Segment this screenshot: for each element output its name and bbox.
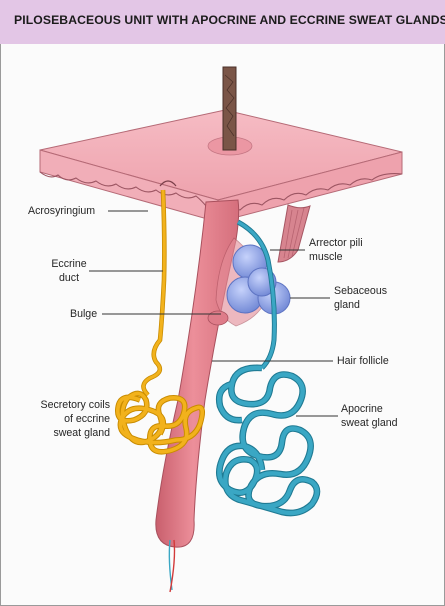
dermal-papilla-vessels bbox=[168, 539, 176, 593]
label-apocrine-line1: Apocrine bbox=[341, 403, 383, 415]
label-secretory-coils: Secretory coils of eccrine sweat gland bbox=[10, 398, 110, 440]
figure-title: PILOSEBACEOUS UNIT WITH APOCRINE AND ECC… bbox=[14, 13, 445, 27]
label-sebaceous-line1: Sebaceous bbox=[334, 285, 388, 297]
label-apocrine-line2: sweat gland bbox=[341, 417, 398, 429]
hair-shaft bbox=[222, 66, 237, 151]
arrector-pili-muscle bbox=[277, 204, 311, 263]
apocrine-sweat-gland bbox=[215, 219, 321, 517]
label-bulge: Bulge bbox=[70, 308, 98, 320]
leader-lines bbox=[89, 210, 338, 417]
label-apocrine-gland: Apocrine sweat gland bbox=[341, 402, 398, 430]
label-secretory-line1: Secretory coils bbox=[40, 399, 110, 411]
label-sebaceous-gland: Sebaceous gland bbox=[334, 284, 387, 312]
label-sebaceous-line2: gland bbox=[334, 299, 360, 311]
label-eccrine-duct-line2: duct bbox=[58, 272, 80, 284]
eccrine-sweat-gland bbox=[115, 189, 206, 455]
label-arrector-line2: muscle bbox=[309, 251, 343, 263]
label-arrector-line1: Arrector pili bbox=[309, 237, 363, 249]
label-eccrine-duct: Eccrine duct bbox=[46, 257, 92, 285]
label-hair-follicle: Hair follicle bbox=[337, 355, 389, 367]
title-band: PILOSEBACEOUS UNIT WITH APOCRINE AND ECC… bbox=[0, 0, 445, 44]
label-arrector-pili: Arrector pili muscle bbox=[309, 236, 363, 264]
label-acrosyringium: Acrosyringium bbox=[28, 205, 96, 217]
label-secretory-line2: of eccrine bbox=[64, 413, 110, 425]
label-secretory-line3: sweat gland bbox=[53, 427, 110, 439]
label-eccrine-duct-line1: Eccrine bbox=[51, 258, 87, 270]
